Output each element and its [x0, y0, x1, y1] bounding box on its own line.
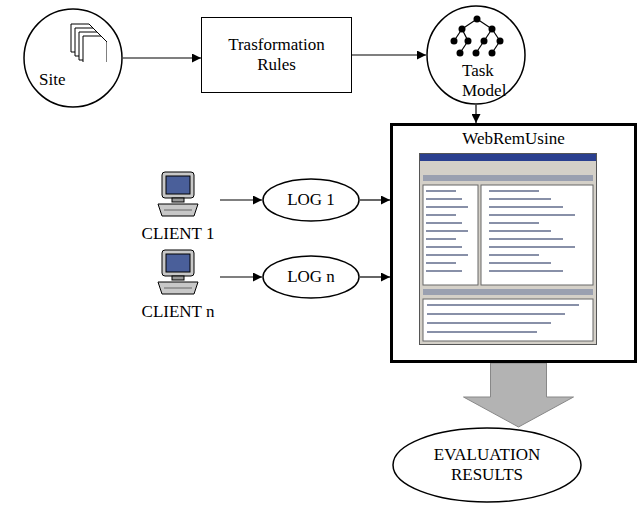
log-ellipse: LOG n [262, 255, 360, 299]
arrow-connector [360, 276, 390, 277]
node-label: LOG 1 [287, 190, 335, 210]
node-label: LOG n [287, 267, 335, 287]
computer-icon [154, 248, 202, 298]
screenshot-illustration [419, 153, 597, 345]
arrow-connector [360, 199, 390, 200]
task-model-circle: Task Model [426, 5, 526, 105]
arrow-connector [123, 57, 201, 58]
tool-box: WebRemUsine [390, 123, 637, 363]
node-label: Site [39, 70, 65, 90]
arrow-connector [220, 276, 262, 277]
arrow-connector [352, 54, 426, 55]
block-arrow [464, 363, 574, 427]
node-label: WebRemUsine [393, 129, 634, 149]
log-ellipse: LOG 1 [262, 178, 360, 222]
node-label: EVALUATION RESULTS [425, 445, 550, 485]
result-ellipse: EVALUATION RESULTS [392, 427, 582, 503]
client-computer: CLIENT 1 [136, 168, 220, 244]
node-label: Task Model [462, 61, 514, 101]
document-icon [67, 22, 107, 62]
arrow-connector [220, 199, 262, 200]
site-circle: Site [23, 8, 123, 108]
node-label: Trasformation Rules [217, 35, 337, 75]
arrow-connector [475, 105, 476, 123]
tree-icon [448, 15, 506, 59]
outline [23, 8, 123, 108]
computer-icon [154, 170, 202, 220]
client-computer: CLIENT n [136, 246, 220, 322]
node-label: CLIENT 1 [136, 224, 220, 244]
process-box: Trasformation Rules [201, 17, 352, 93]
node-label: CLIENT n [136, 302, 220, 322]
